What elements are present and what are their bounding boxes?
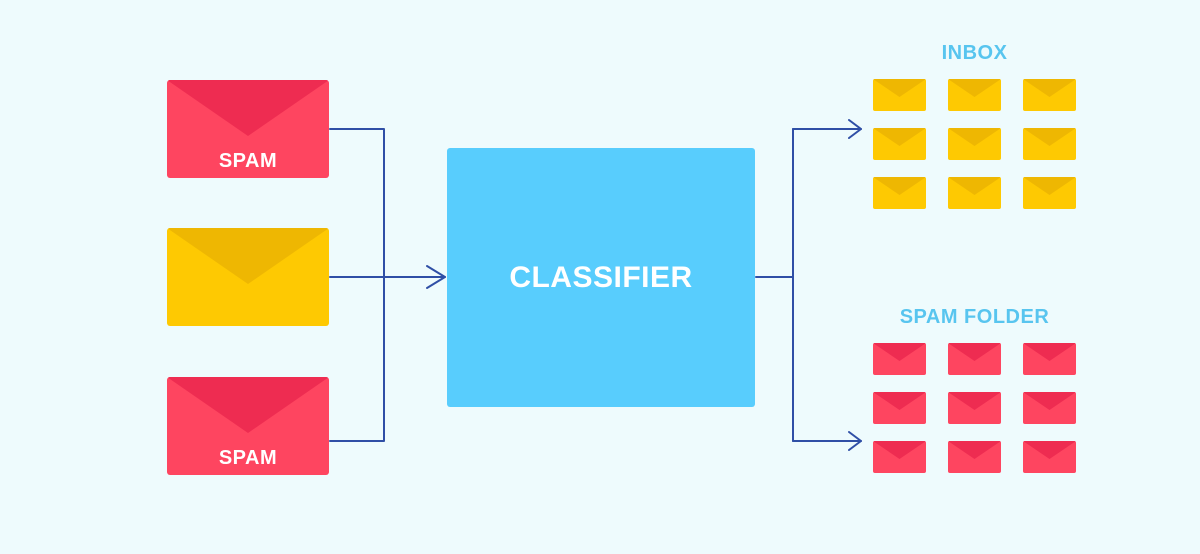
- inbox-title: INBOX: [941, 42, 1008, 64]
- spam-folder-grid: [873, 343, 1076, 473]
- envelope-icon: [1023, 441, 1076, 473]
- classifier-box: CLASSIFIER: [447, 148, 755, 407]
- envelope-icon: [873, 128, 926, 160]
- arrow-head-to-inbox: [848, 119, 862, 139]
- envelope-icon: [948, 79, 1001, 111]
- envelope-icon: [873, 441, 926, 473]
- inbox-email: [948, 177, 1001, 209]
- envelope-icon: [1023, 79, 1076, 111]
- envelope-icon: [948, 441, 1001, 473]
- inbox-email: [873, 177, 926, 209]
- envelope-icon: [948, 177, 1001, 209]
- inbox-email: [873, 79, 926, 111]
- input-email-label: SPAM: [218, 150, 278, 172]
- inbox-email: [1023, 128, 1076, 160]
- inbox-email: [948, 128, 1001, 160]
- envelope-icon: [873, 392, 926, 424]
- spam-folder-email: [873, 392, 926, 424]
- envelope-icon: [1023, 177, 1076, 209]
- envelope-icon: [167, 80, 329, 178]
- connector-from-input-1: [329, 128, 385, 442]
- envelope-icon: [873, 177, 926, 209]
- spam-folder-email: [1023, 343, 1076, 375]
- envelope-icon: [1023, 392, 1076, 424]
- input-email-spam-1: SPAM: [167, 80, 329, 178]
- inbox-email: [1023, 79, 1076, 111]
- envelope-icon: [948, 392, 1001, 424]
- spam-folder-email: [1023, 441, 1076, 473]
- inbox-email: [948, 79, 1001, 111]
- envelope-icon: [873, 343, 926, 375]
- arrow-head-to-spam-folder: [848, 431, 862, 451]
- inbox-email: [1023, 177, 1076, 209]
- spam-folder-email: [948, 441, 1001, 473]
- inbox-grid: [873, 79, 1076, 209]
- inbox-email: [873, 128, 926, 160]
- spam-folder-title: SPAM FOLDER: [899, 306, 1050, 328]
- envelope-icon: [873, 79, 926, 111]
- input-email-legit: [167, 228, 329, 326]
- envelope-icon: [167, 228, 329, 326]
- envelope-icon: [1023, 128, 1076, 160]
- spam-folder-email: [948, 392, 1001, 424]
- envelope-icon: [1023, 343, 1076, 375]
- arrow-head-into-classifier: [426, 265, 446, 289]
- spam-folder-email: [873, 343, 926, 375]
- spam-folder-email: [873, 441, 926, 473]
- input-email-label: SPAM: [218, 447, 278, 469]
- input-email-spam-2: SPAM: [167, 377, 329, 475]
- classifier-label: CLASSIFIER: [509, 260, 693, 294]
- spam-folder-email: [1023, 392, 1076, 424]
- envelope-icon: [948, 343, 1001, 375]
- spam-folder-email: [948, 343, 1001, 375]
- envelope-icon: [948, 128, 1001, 160]
- envelope-icon: [167, 377, 329, 475]
